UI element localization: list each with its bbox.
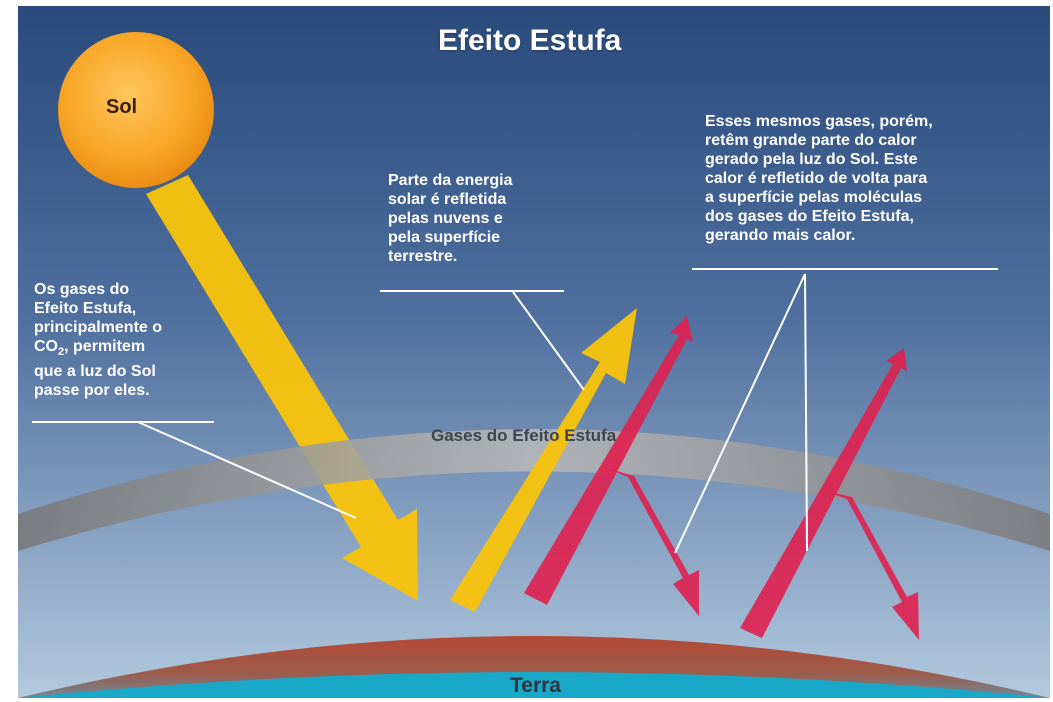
heat-arrow-reflect-2 <box>821 490 919 640</box>
annotation-line: solar é refletida <box>388 191 507 208</box>
earth-label: Terra <box>510 674 561 697</box>
annotation-line: pela superfície <box>388 229 501 246</box>
annotation-line: terrestre. <box>388 248 458 265</box>
annotation-line: a superfície pelas moléculas <box>705 189 922 206</box>
leader-lines <box>137 273 808 554</box>
annotation-line: retêm grande parte do calor <box>705 132 917 149</box>
annotation-line: que a luz do Sol <box>34 363 156 381</box>
co2-text: CO <box>34 338 58 355</box>
incoming-sunlight-arrow <box>146 175 418 601</box>
annotation-reflected-energy: Parte da energia solar é refletida pelas… <box>388 171 513 266</box>
annotation-gases-pass-light: Os gases do Efeito Estufa, principalment… <box>34 280 162 400</box>
annotation-line: principalmente o <box>34 319 163 336</box>
greenhouse-diagram <box>18 6 1050 698</box>
leader-left <box>137 421 357 519</box>
reflected-sunlight-arrow <box>450 308 637 612</box>
annotation-heat-retained: Esses mesmos gases, porém, retêm grande … <box>705 112 933 245</box>
ocean <box>18 672 1050 698</box>
leader-right-1 <box>674 273 806 554</box>
annotation-line: pelas nuvens e <box>388 210 503 227</box>
heat-arrow-reflect-1 <box>600 466 699 616</box>
leader-right-2 <box>804 273 808 552</box>
annotation-line: Efeito Estufa, <box>34 300 137 317</box>
annotation-underlines <box>32 268 998 423</box>
diagram-title: Efeito Estufa <box>438 24 622 57</box>
sun-disc <box>58 32 214 188</box>
leader-middle <box>512 291 585 391</box>
greenhouse-gas-band <box>18 429 1050 551</box>
annotation-line: passe por eles. <box>34 382 150 400</box>
annotation-line: Esses mesmos gases, porém, <box>705 113 933 130</box>
gas-band-label: Gases do Efeito Estufa <box>431 426 617 445</box>
co2-subscript: 2 <box>58 346 65 359</box>
annotation-line: dos gases do Efeito Estufa, <box>705 208 914 225</box>
annotation-line: calor é refletido de volta para <box>705 170 928 187</box>
annotation-line: Os gases do <box>34 281 130 298</box>
annotation-line: gerando mais calor. <box>705 227 856 244</box>
heat-arrow-up-2 <box>740 348 907 638</box>
annotation-line-co2: CO2, permitem <box>34 337 162 362</box>
heat-arrow-up-1 <box>524 316 693 605</box>
sun <box>58 32 214 188</box>
annotation-line: gerado pela luz do Sol. Este <box>705 151 918 168</box>
co2-suffix: , permitem <box>64 338 146 355</box>
diagram-frame: Efeito Estufa Sol Gases do Efeito Estufa… <box>18 6 1050 698</box>
sun-label: Sol <box>106 96 138 118</box>
annotation-line: Parte da energia <box>388 172 513 189</box>
